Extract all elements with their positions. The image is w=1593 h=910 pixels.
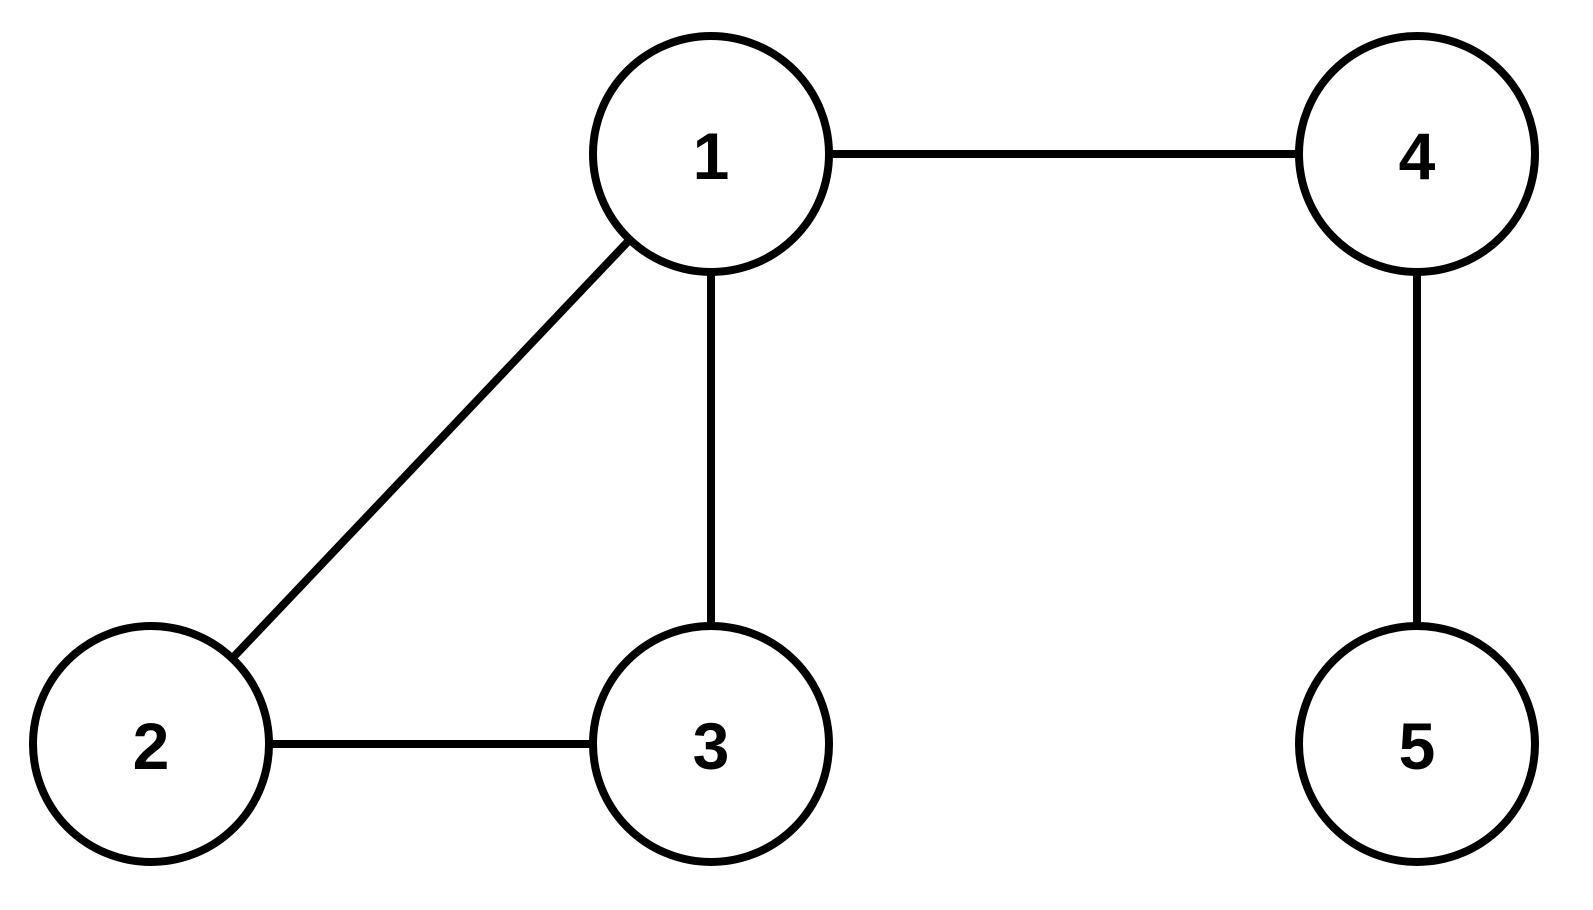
- node-4: 4: [1295, 32, 1539, 276]
- nodes-layer: 1 2 3 4 5: [29, 32, 1539, 866]
- node-5: 5: [1295, 622, 1539, 866]
- node-label: 5: [1399, 709, 1436, 783]
- node-circle: [29, 622, 273, 866]
- node-3: 3: [589, 622, 833, 866]
- node-circle: [1295, 32, 1539, 276]
- node-label: 1: [693, 119, 730, 193]
- node-circle: [589, 622, 833, 866]
- node-2: 2: [29, 622, 273, 866]
- node-circle: [1295, 622, 1539, 866]
- node-label: 2: [133, 709, 170, 783]
- node-1: 1: [589, 32, 833, 276]
- node-circle: [589, 32, 833, 276]
- edge-1-2: [229, 236, 633, 662]
- node-label: 4: [1399, 119, 1436, 193]
- node-label: 3: [693, 709, 730, 783]
- edges-layer: [229, 150, 1421, 748]
